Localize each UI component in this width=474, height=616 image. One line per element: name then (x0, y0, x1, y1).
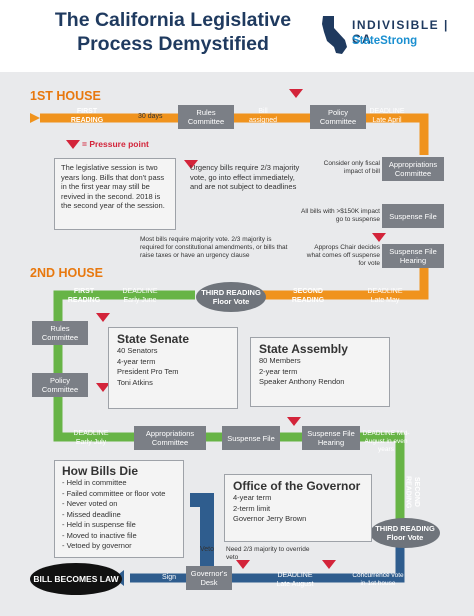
california-map-icon (322, 16, 347, 54)
logo-name: INDIVISIBLE | CA (352, 18, 449, 46)
third-reading-floor-vote-2: THIRD READING Floor Vote (370, 518, 440, 548)
policy2-pressure-marker (96, 383, 110, 392)
veto-line (190, 493, 214, 566)
rules-committee-1: Rules Committee (178, 105, 234, 129)
concurrence-vote: Concurrence vote in 1st house (352, 572, 404, 587)
concurrence-pressure-marker (322, 560, 336, 569)
die-item: - Moved to inactive file (62, 530, 137, 540)
senate-card: State Senate 40 Senators 4-year term Pre… (108, 327, 238, 409)
appropriations-committee-2: Appropriations Committee (134, 426, 206, 450)
governor-line: 4-year term (233, 493, 272, 502)
assembly-card: State Assembly 80 Members 2-year term Sp… (250, 337, 390, 407)
urgency-pressure-marker (184, 160, 198, 169)
deadline-april: DEADLINE Late April (369, 108, 405, 124)
house2-pressure-marker (96, 313, 110, 322)
policy-committee-2: Policy Committee (32, 373, 88, 397)
logo-subtitle: StateStrong (352, 35, 418, 47)
assembly-line: Speaker Anthony Rendon (259, 377, 345, 386)
sign-label: Sign (161, 574, 176, 581)
veto-label: Veto (200, 546, 215, 553)
suspense-file-1: Suspense File (382, 204, 444, 228)
deadline-august: DEADLINE Mid-August in even years (362, 430, 410, 453)
die-item: - Vetoed by governor (62, 541, 132, 550)
die-item: - Failed committee or floor vote (62, 488, 166, 498)
assembly-line: 80 Members (259, 356, 301, 365)
second-reading-vertical: SECOND READING (404, 475, 421, 509)
governor-pressure-marker (236, 560, 250, 569)
second-house-label: 2ND HOUSE (30, 266, 103, 280)
title-line-1: The California Legislative (54, 9, 292, 31)
suspense-hearing-1: Suspense File Hearing (382, 244, 444, 268)
page-title: The California Legislative Process Demys… (38, 8, 308, 56)
urgency-note: Urgency bills require 2/3 majority vote,… (190, 163, 300, 191)
governor-line: 2-term limit (233, 503, 271, 513)
deadline-july: DEADLINE Early July (73, 430, 109, 446)
days-label: 30 days (138, 113, 163, 120)
assembly-title: State Assembly (259, 342, 348, 356)
bill-becomes-law: BILL BECOMES LAW (30, 563, 122, 595)
die-item: - Missed deadline (62, 509, 121, 519)
suspense-hearing-2: Suspense File Hearing (302, 426, 360, 450)
suspense-pressure-marker (372, 233, 386, 242)
die-item: - Never voted on (62, 499, 118, 508)
third-reading-floor-vote-1: THIRD READING Floor Vote (196, 282, 266, 312)
die-item: - Held in suspense file (62, 520, 136, 529)
first-reading-2: FIRST READING (67, 288, 101, 304)
header (0, 0, 474, 72)
deadline-late-august: DEADLINE Late August (276, 572, 314, 588)
policy-committee-1: Policy Committee (310, 105, 366, 129)
rules-committee-2: Rules Committee (32, 321, 88, 345)
senate-line: 40 Senators (117, 346, 158, 355)
fiscal-note: Consider only fiscal impact of bill (323, 160, 380, 175)
governor-title: Office of the Governor (233, 479, 361, 493)
bill-assigned: Bill assigned (248, 108, 278, 124)
suspense2-pressure-marker (287, 417, 301, 426)
governors-desk: Governor's Desk (186, 566, 232, 590)
senate-line: 4-year term (117, 356, 156, 366)
how-bills-die-title: How Bills Die (62, 464, 139, 478)
pressure-point-marker (289, 89, 303, 98)
first-house-label: 1ST HOUSE (30, 89, 101, 103)
first-reading-1: FIRST READING (70, 108, 104, 124)
title-line-2: Process Demystified (77, 33, 269, 55)
second-reading-1: SECOND READING (291, 288, 325, 304)
suspense-note: All bills with >$150K impact go to suspe… (301, 208, 380, 223)
governor-card: Office of the Governor 4-year term 2-ter… (224, 474, 372, 542)
suspense-file-2: Suspense File (222, 426, 280, 450)
first-house-top-line (40, 113, 429, 155)
senate-line: President Pro Tem (117, 367, 179, 376)
die-item: - Held in committee (62, 478, 127, 487)
override-note: Need 2/3 majority to override veto (226, 546, 310, 561)
second-house-line (53, 290, 405, 520)
pressure-point-legend-icon (66, 140, 80, 149)
session-note: The legislative session is two years lon… (61, 163, 165, 210)
senate-line: Toni Atkins (117, 377, 153, 387)
chair-note: Approps Chair decides what comes off sus… (306, 244, 380, 267)
deadline-june: DEADLINE Early June (122, 288, 158, 304)
assembly-line: 2-year term (259, 366, 298, 376)
pressure-point-legend: = Pressure point (82, 139, 149, 149)
governor-line: Governor Jerry Brown (233, 514, 307, 523)
appropriations-committee-1: Appropriations Committee (382, 157, 444, 181)
deadline-may: DEADLINE Late May (367, 288, 403, 304)
majority-note: Most bills require majority vote. 2/3 ma… (140, 236, 288, 259)
senate-title: State Senate (117, 332, 190, 346)
session-note-card: The legislative session is two years lon… (54, 158, 176, 230)
how-bills-die-card: How Bills Die - Held in committee - Fail… (54, 460, 184, 558)
